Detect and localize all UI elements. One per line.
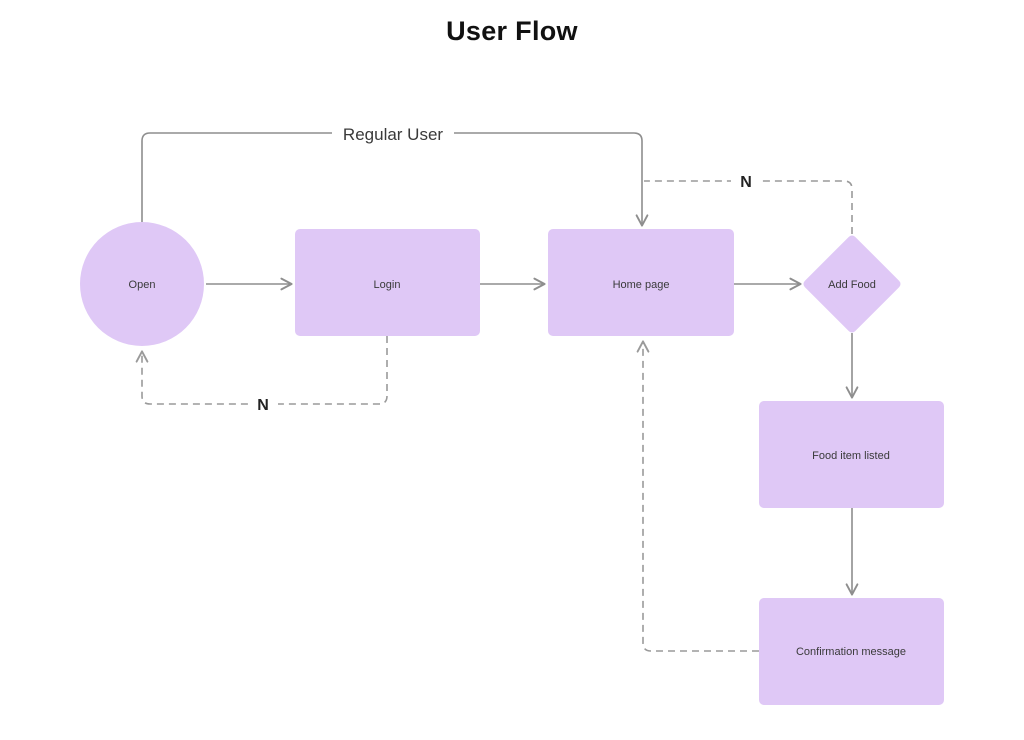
confirmation-message-label: Confirmation message: [796, 646, 906, 658]
add-food-diamond-shape: [803, 235, 901, 333]
add-food-label: Add Food: [828, 279, 876, 291]
node-home-page: Home page: [548, 229, 734, 336]
edge-login-no-to-open: [135, 336, 388, 405]
addfood-no-label-bg: [731, 168, 761, 194]
open-label: Open: [129, 279, 156, 291]
regular-user-label: Regular User: [343, 125, 443, 144]
node-food-item-listed: Food item listed: [759, 401, 944, 508]
page-title: User Flow: [446, 16, 578, 46]
node-confirmation-message: Confirmation message: [759, 598, 944, 705]
edge-confirmation-to-home: [636, 340, 759, 652]
node-login: Login: [295, 229, 480, 336]
node-add-food: Add Food: [803, 235, 901, 333]
regular-user-label-bg: [332, 120, 454, 147]
login-rect-shape: [295, 229, 480, 336]
home-page-rect-shape: [548, 229, 734, 336]
food-item-listed-rect-shape: [759, 401, 944, 508]
home-page-label: Home page: [613, 279, 670, 291]
login-label: Login: [374, 279, 401, 291]
confirmation-message-rect-shape: [759, 598, 944, 705]
open-circle-shape: [80, 222, 204, 346]
edge-addfood-no-to-home: [644, 180, 853, 234]
addfood-no-label: N: [740, 174, 752, 191]
login-no-label: N: [257, 397, 269, 414]
login-no-label-bg: [248, 391, 278, 417]
food-item-listed-label: Food item listed: [812, 450, 890, 462]
node-open: Open: [80, 222, 204, 346]
